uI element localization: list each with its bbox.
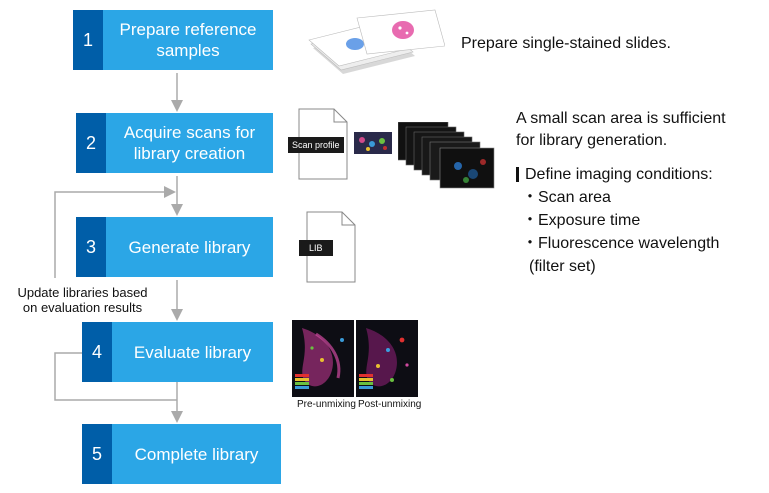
conditions-heading: Define imaging conditions: — [516, 163, 719, 186]
loop-label-line1: Update libraries based — [17, 285, 148, 300]
step-label: Prepare reference samples — [103, 10, 273, 70]
feedback-loop-return — [54, 186, 176, 278]
scan-thumbnail — [354, 132, 392, 154]
slides-note: Prepare single-stained slides. — [461, 35, 671, 52]
step-4: 4 Evaluate library — [82, 322, 273, 382]
step-5: 5 Complete library — [82, 424, 281, 484]
step-number: 4 — [82, 322, 112, 382]
condition-item: ・Fluorescence wavelength — [522, 235, 720, 252]
step-label: Generate library — [106, 217, 273, 277]
step-label: Complete library — [112, 424, 281, 484]
loop-label: Update libraries based on evaluation res… — [0, 285, 165, 315]
scan-profile-tag: Scan profile — [288, 137, 344, 153]
condition-item: ・Exposure time — [522, 212, 641, 229]
feedback-loop — [54, 352, 177, 401]
pre-unmixing-caption: Pre-unmixing — [297, 399, 356, 410]
conditions-title: Define imaging conditions: — [525, 166, 713, 183]
scan-area-line2: for library generation. — [516, 132, 668, 149]
loop-label-line2: on evaluation results — [22, 300, 143, 315]
step-number: 1 — [73, 10, 103, 70]
step-2: 2 Acquire scans for library creation — [76, 113, 273, 173]
imaging-conditions: Define imaging conditions: ・Scan area ・E… — [516, 163, 719, 278]
step-label: Acquire scans for library creation — [106, 113, 273, 173]
step-label: Evaluate library — [112, 322, 273, 382]
lib-tag: LIB — [299, 240, 333, 256]
scan-area-note: A small scan area is sufficient for libr… — [516, 108, 726, 152]
post-unmixing-caption: Post-unmixing — [358, 399, 422, 410]
step-number: 5 — [82, 424, 112, 484]
condition-item: ・Scan area — [522, 189, 611, 206]
step-number: 2 — [76, 113, 106, 173]
bar-icon — [516, 167, 519, 182]
slides-illustration — [308, 9, 445, 74]
step-number: 3 — [76, 217, 106, 277]
condition-item-tail: (filter set) — [529, 258, 596, 275]
scan-area-line1: A small scan area is sufficient — [516, 110, 726, 127]
step-3: 3 Generate library — [76, 217, 273, 277]
stacked-scans — [398, 122, 495, 189]
unmixing-images — [292, 320, 418, 397]
step-1: 1 Prepare reference samples — [73, 10, 273, 70]
